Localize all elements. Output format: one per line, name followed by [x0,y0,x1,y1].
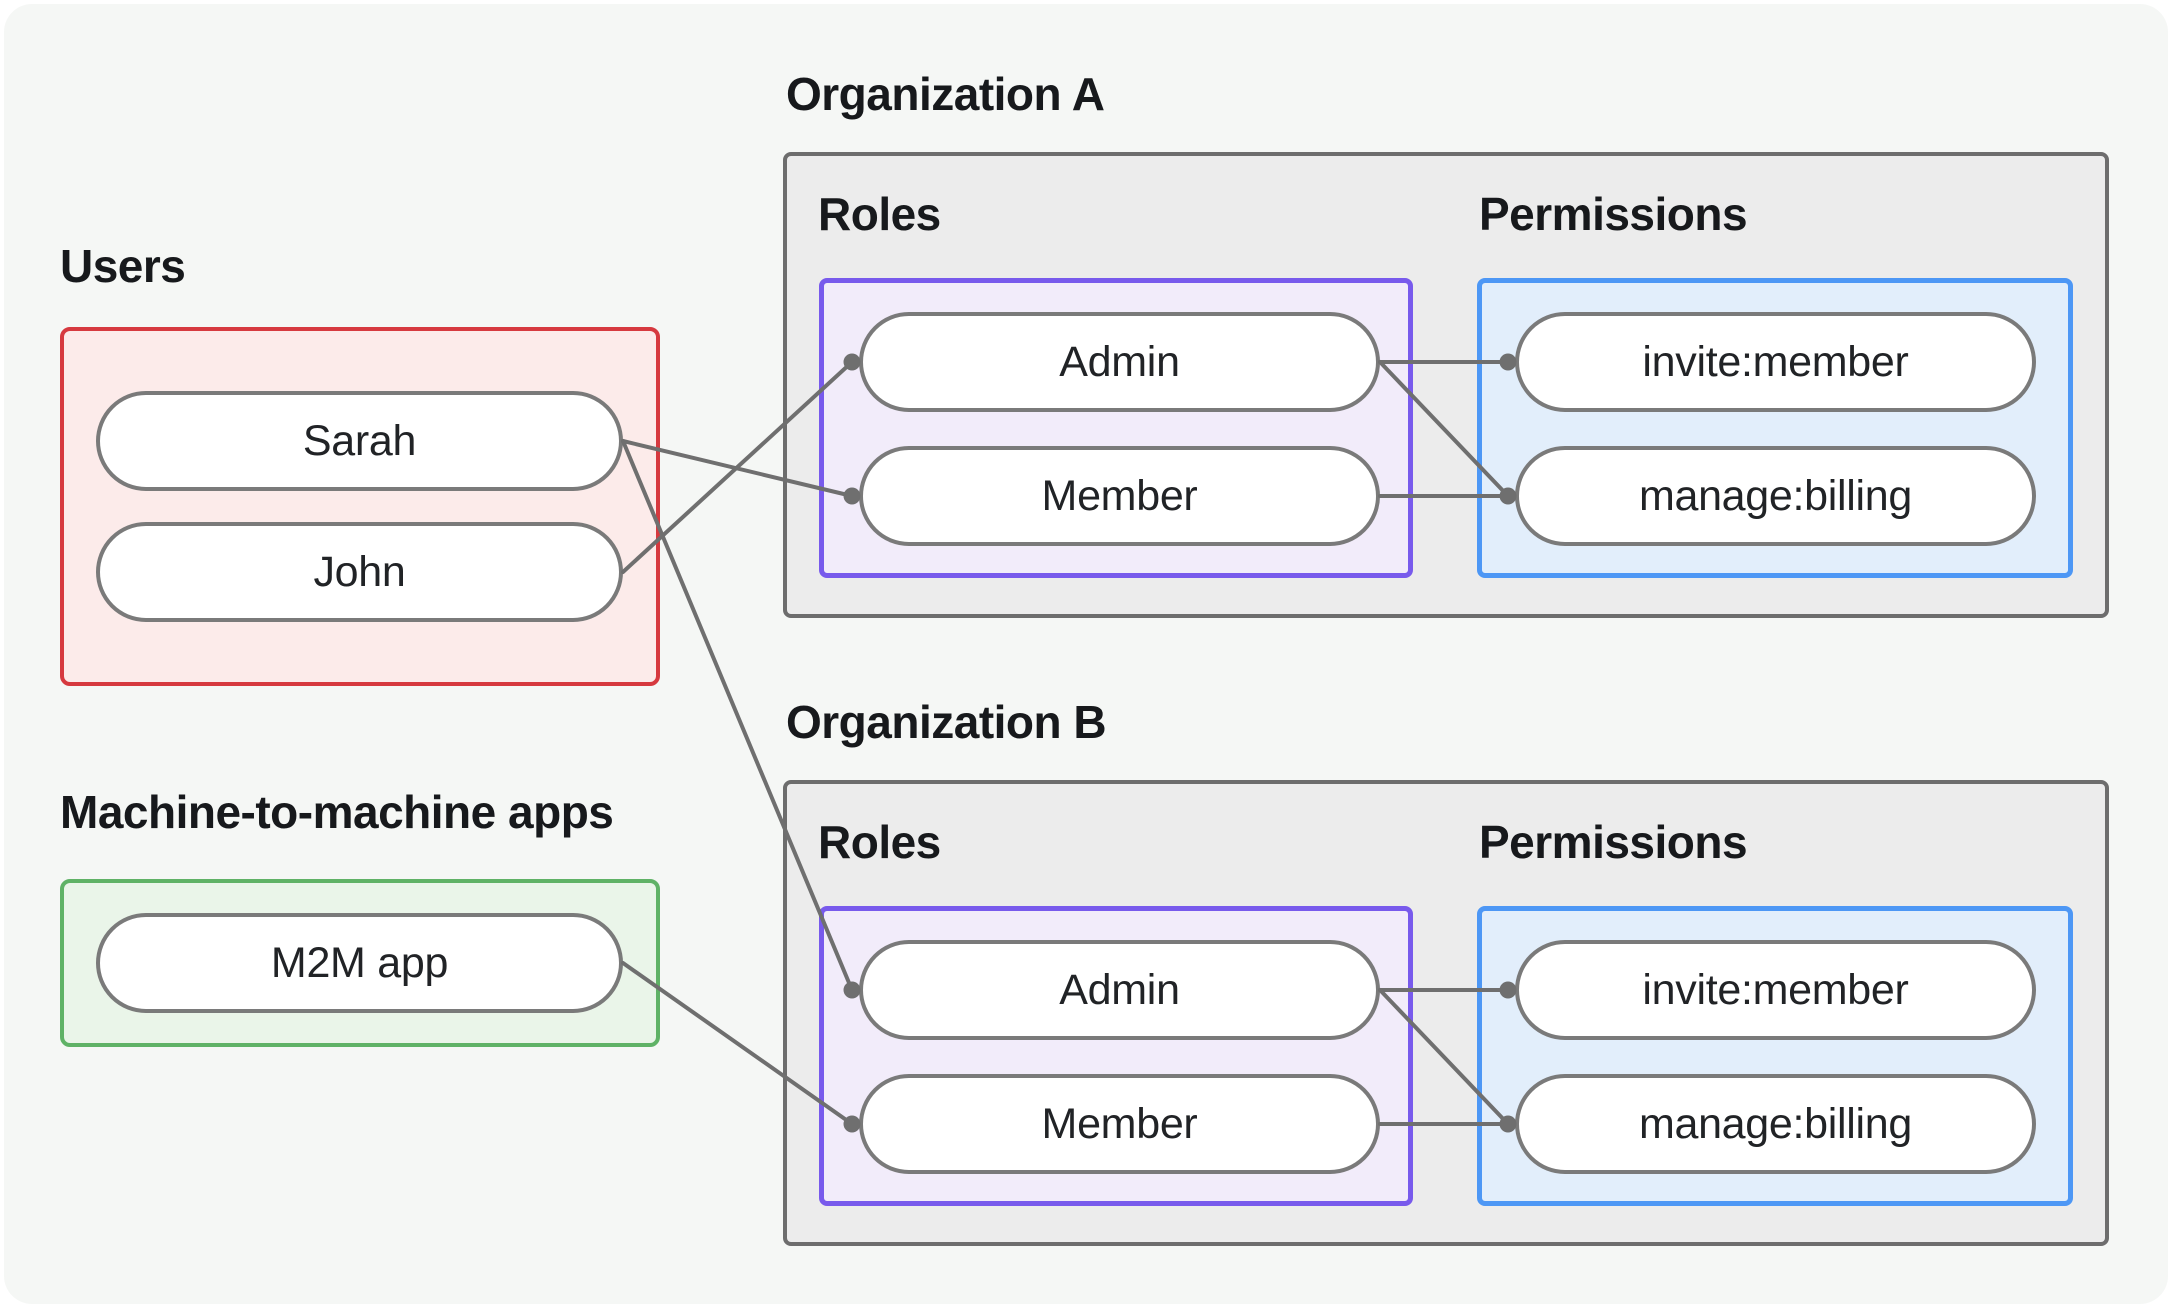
org-a-perm-manage-billing: manage:billing [1515,446,2036,546]
org-a-perm-invite-member: invite:member [1515,312,2036,412]
m2m-group-label: Machine-to-machine apps [60,786,614,838]
org-a-role-admin: Admin [859,312,1380,412]
org-a-roles-label: Roles [818,188,941,240]
user-node-label: John [313,547,406,596]
permission-label: invite:member [1642,337,1909,386]
org-b-perm-manage-billing: manage:billing [1515,1074,2036,1174]
org-a-permissions-label: Permissions [1479,188,1748,240]
org-b-title: Organization B [786,696,1107,748]
org-b-roles-label: Roles [818,816,941,868]
users-group-label: Users [60,240,186,292]
user-node-john: John [96,522,623,622]
role-label: Member [1041,1099,1198,1148]
org-b-role-admin: Admin [859,940,1380,1040]
role-label: Member [1041,471,1198,520]
permission-label: manage:billing [1638,471,1913,520]
m2m-app-node: M2M app [96,913,623,1013]
org-a-title: Organization A [786,68,1105,120]
org-b-role-member: Member [859,1074,1380,1174]
permission-label: manage:billing [1638,1099,1913,1148]
permission-label: invite:member [1642,965,1909,1014]
org-a-role-member: Member [859,446,1380,546]
m2m-app-label: M2M app [270,938,449,987]
users-group-box [60,327,660,686]
user-node-label: Sarah [302,416,417,465]
org-b-perm-invite-member: invite:member [1515,940,2036,1040]
role-label: Admin [1059,965,1180,1014]
role-label: Admin [1059,337,1180,386]
org-b-permissions-label: Permissions [1479,816,1748,868]
user-node-sarah: Sarah [96,391,623,491]
